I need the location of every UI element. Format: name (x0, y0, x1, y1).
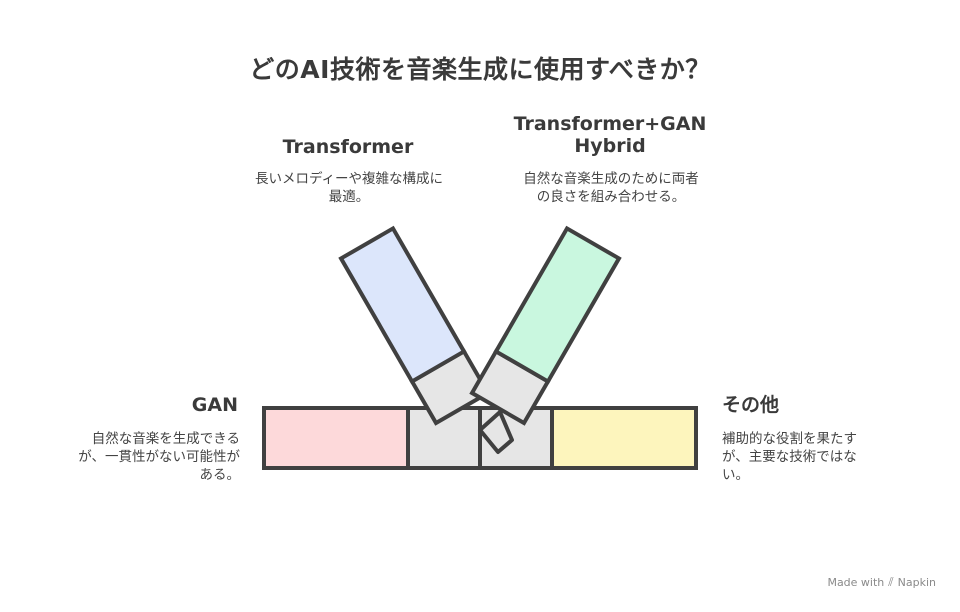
footer-brand: Napkin (897, 576, 936, 589)
transformer-arm (338, 225, 467, 385)
transformer-description: 長いメロディーや複雑な構成に最適。 (254, 171, 444, 205)
other-bar (550, 406, 698, 470)
page-title: どのAI技術を音楽生成に使用すべきか？ (249, 55, 711, 84)
footer-text: Made with (827, 576, 885, 589)
other-heading: その他 (722, 394, 780, 416)
hybrid-arm (493, 225, 622, 385)
other-description: 補助的な役割を果たすが、主要な技術ではない。 (722, 431, 857, 483)
footer-credit[interactable]: Made with ⫽ Napkin (827, 575, 936, 590)
transformer-heading: Transformer (282, 136, 414, 158)
napkin-logo-icon: ⫽ (888, 575, 894, 589)
hybrid-heading: Transformer+GAN Hybrid (513, 113, 707, 157)
gan-heading: GAN (191, 394, 238, 416)
hybrid-arm-base (478, 410, 514, 454)
hybrid-description: 自然な音楽生成のために両者の良さを組み合わせる。 (523, 171, 699, 205)
gan-bar (262, 406, 410, 470)
gan-description: 自然な音楽を生成できるが、一貫性がない可能性がある。 (78, 431, 240, 483)
